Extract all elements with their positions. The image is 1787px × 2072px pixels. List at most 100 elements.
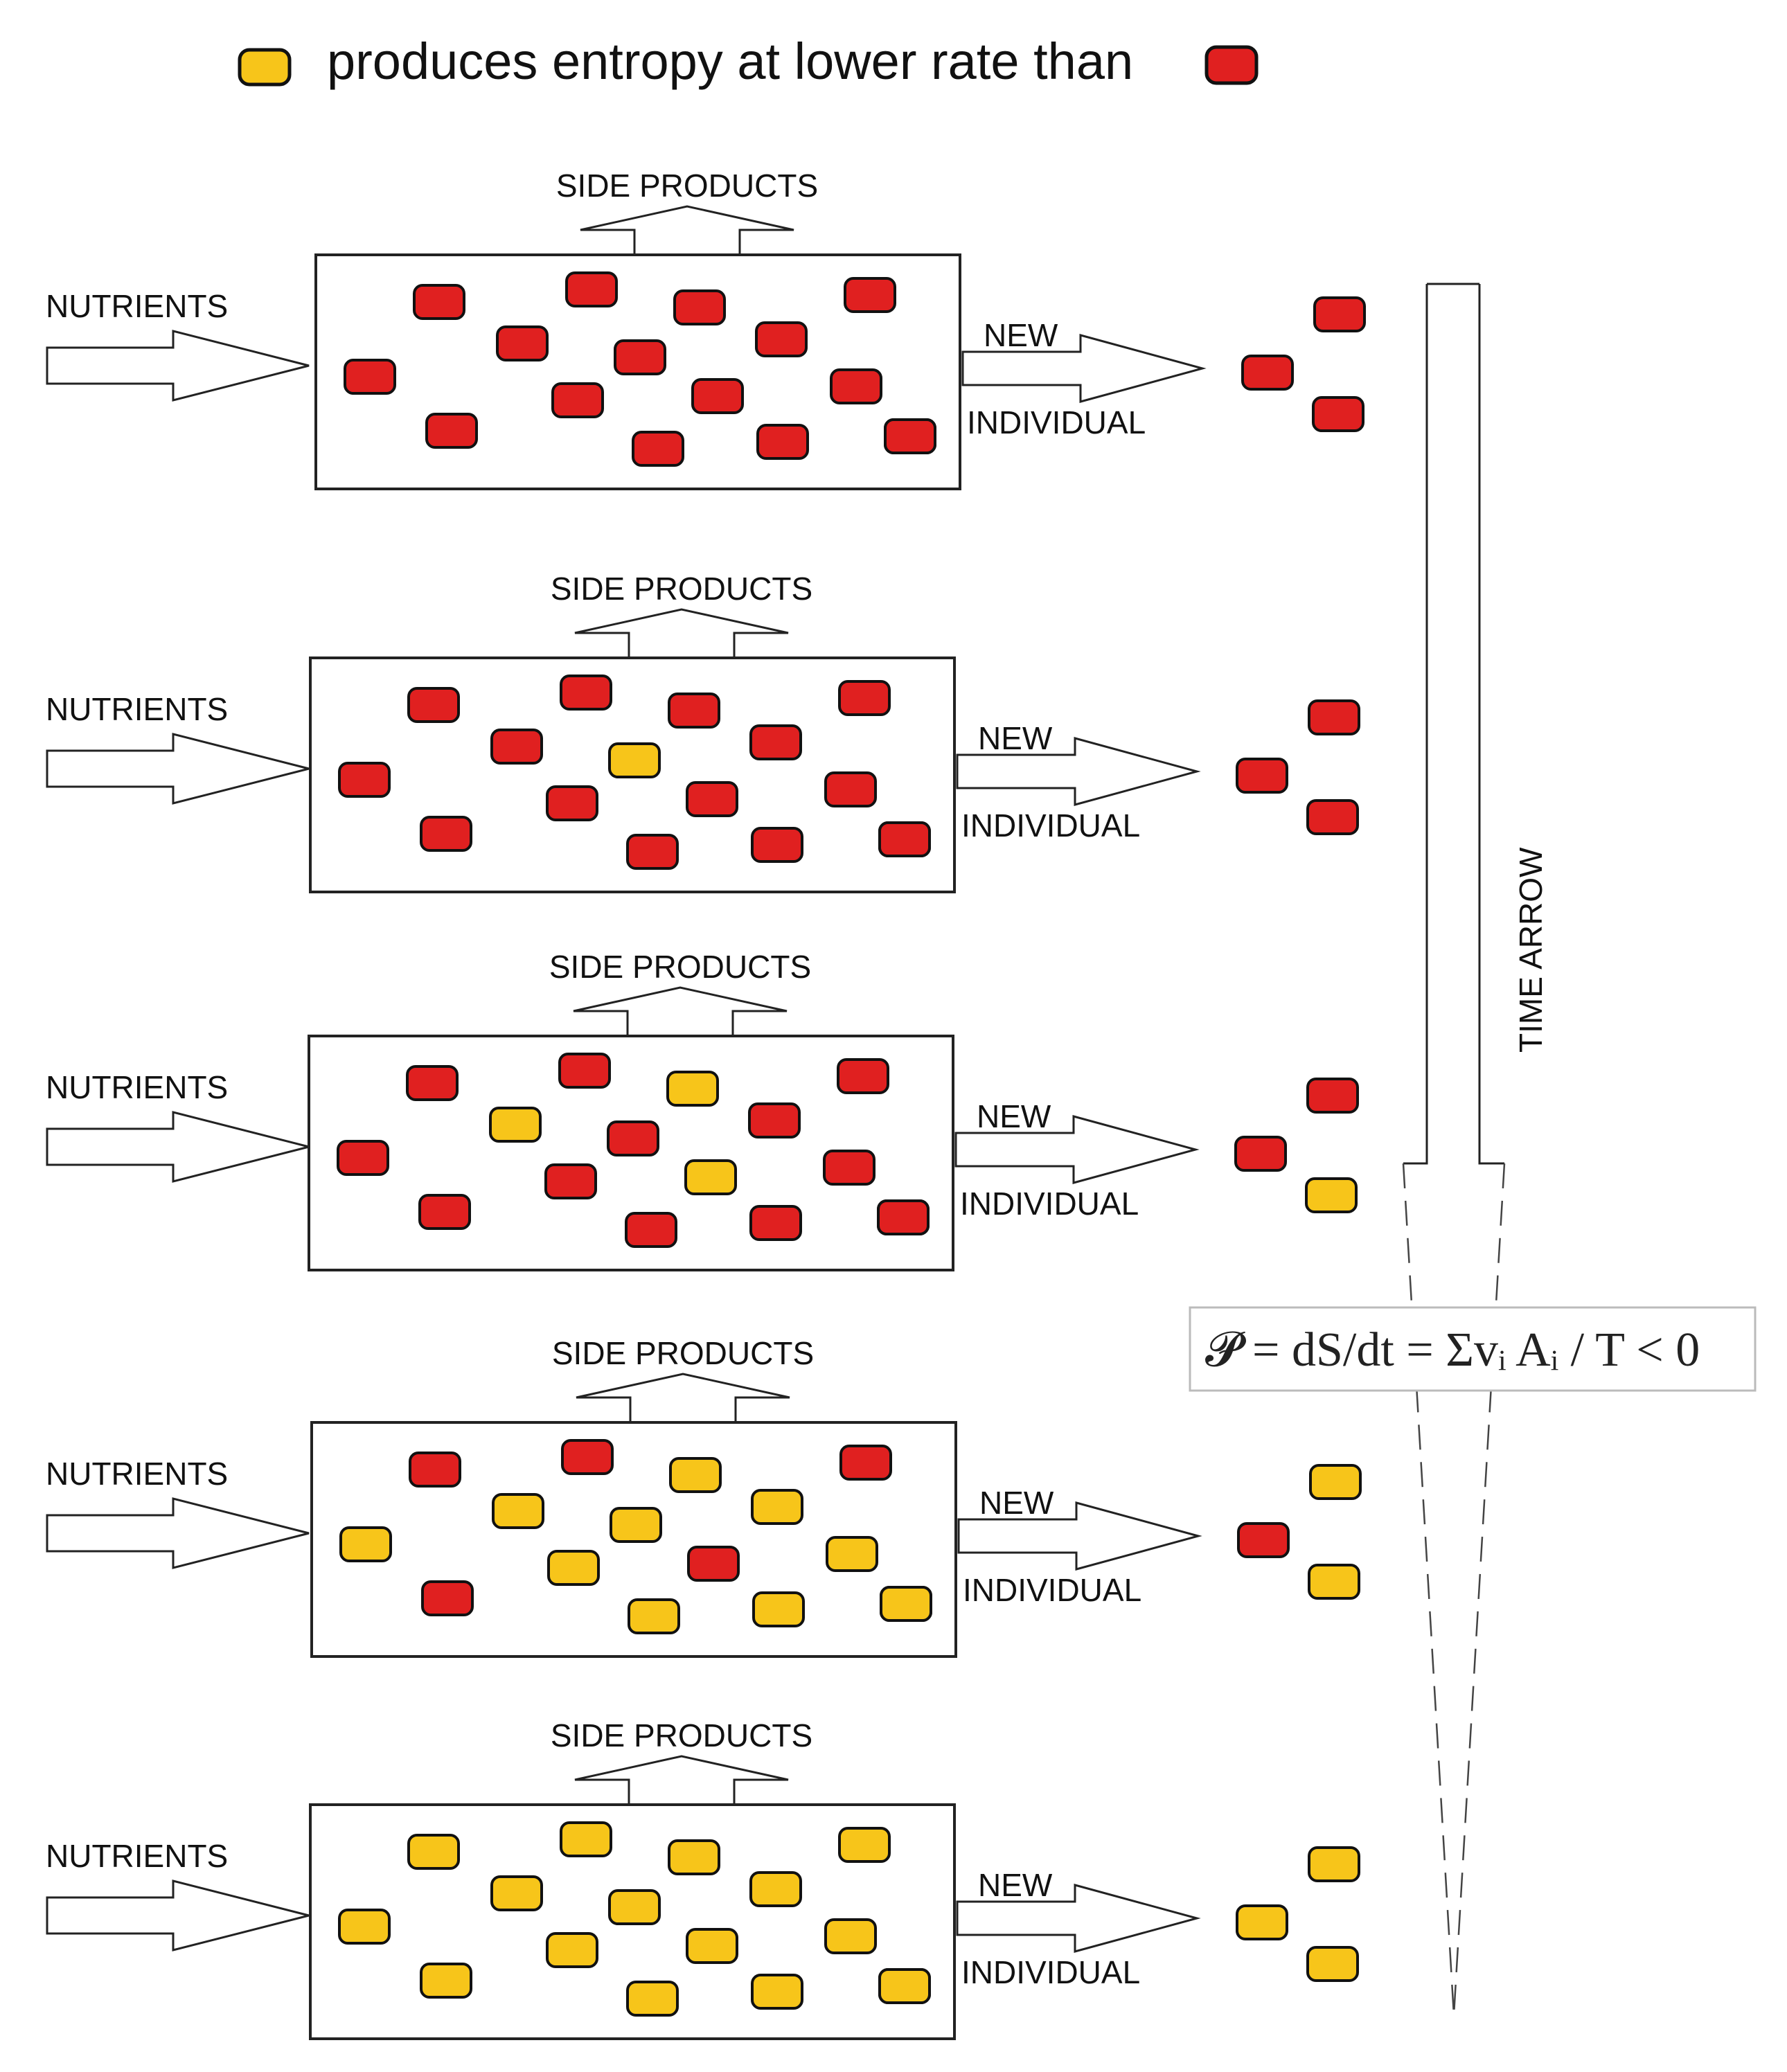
cell-yellow [626,1981,679,2017]
side-products-label: SIDE PRODUCTS [549,949,811,985]
cell-red [496,325,549,361]
cell-red [338,762,391,798]
cell-red [407,687,460,723]
side-products-label: SIDE PRODUCTS [551,571,812,607]
cell-red [425,413,478,449]
offspring-red [1234,1136,1287,1172]
time-arrow: TIME ARROW [1402,283,1549,2016]
cell-red [418,1194,471,1230]
legend-red-swatch [1204,45,1259,85]
new-individual-arrow [956,737,1201,806]
formula-frame [1189,1306,1757,1392]
formula-text: 𝓟 = dS/dt = Σvᵢ Aᵢ / T < 0 [1205,1323,1700,1377]
cell-red [878,821,931,857]
cell-yellow [407,1834,460,1870]
cell-red [687,1546,740,1582]
nutrients-label: NUTRIENTS [46,1456,228,1492]
individual-label: INDIVIDUAL [961,1954,1140,1990]
cell-red [839,1445,892,1481]
stages: SIDE PRODUCTSNUTRIENTSNEWINDIVIDUALSIDE … [46,168,1366,2040]
stage-5: SIDE PRODUCTS NUTRIENTS NEW INDIVIDUAL [46,1717,1360,2040]
cell-yellow [752,1591,805,1627]
cell-red [421,1580,474,1616]
cell-red [565,271,618,307]
new-individual-arrow [956,1884,1201,1953]
cell-yellow [838,1827,891,1863]
cell-red [756,424,809,460]
individual-label: INDIVIDUAL [961,807,1140,843]
cell-red [691,378,744,414]
individual-label: INDIVIDUAL [967,404,1146,440]
cell-yellow [666,1071,719,1107]
nutrients-label: NUTRIENTS [46,1069,228,1105]
side-products-label: SIDE PRODUCTS [552,1335,814,1371]
nutrients-label: NUTRIENTS [46,288,228,324]
cell-red [490,729,543,765]
cell-yellow [546,1932,598,1968]
time-arrow-head-right [1452,1163,1506,2016]
cell-red [344,359,396,395]
cell-yellow [339,1526,392,1562]
cell-yellow [668,1839,720,1875]
offspring-red [1312,396,1364,432]
cell-yellow [684,1159,737,1195]
side-products-label: SIDE PRODUCTS [556,168,818,204]
cell-yellow [420,1963,472,1999]
legend-yellow-swatch [238,48,292,87]
cell-yellow [749,1871,802,1907]
cell-yellow [826,1536,878,1572]
nutrients-arrow [46,733,310,805]
nutrients-label: NUTRIENTS [46,1838,228,1874]
time-arrow-shaft-right [1478,284,1504,1165]
new-label: NEW [977,1098,1051,1134]
cell-yellow [492,1493,544,1529]
nutrients-label: NUTRIENTS [46,691,228,727]
cell-yellow [880,1586,932,1622]
cell-red [420,816,472,852]
cell-red [751,827,803,863]
cell-yellow [751,1489,803,1525]
offspring-yellow [1308,1564,1360,1600]
cell-yellow [669,1457,722,1493]
cell-red [337,1140,389,1176]
side-products-label: SIDE PRODUCTS [551,1717,812,1753]
cell-red [413,284,465,320]
cell-red [409,1452,461,1488]
nutrients-arrow [46,1497,310,1569]
cell-red [830,368,882,404]
offspring-red [1241,355,1294,391]
new-label: NEW [978,1867,1053,1903]
new-individual-arrow [954,1115,1200,1184]
cell-red [626,834,679,870]
cell-red [748,1102,801,1138]
new-individual-arrow [957,1501,1202,1571]
cell-yellow [560,1821,612,1857]
cell-yellow [751,1974,803,2010]
cell-red [406,1065,459,1101]
cell-yellow [824,1918,877,1954]
legend-text: produces entropy at lower rate than [327,33,1133,90]
side-products-arrow [580,205,794,255]
time-arrow-shaft [1403,284,1428,1165]
individual-label: INDIVIDUAL [963,1572,1141,1608]
cell-red [560,675,612,711]
offspring-red [1308,699,1360,735]
time-arrow-label: TIME ARROW [1513,847,1549,1053]
cell-red [844,277,896,313]
cell-yellow [608,1889,661,1925]
cell-red [877,1199,930,1235]
offspring-yellow [1309,1464,1362,1500]
cell-yellow [878,1968,931,2004]
formula-box: 𝓟 = dS/dt = Σvᵢ Aᵢ / T < 0 [1189,1306,1757,1392]
offspring-yellow [1306,1946,1359,1982]
cell-red [551,382,604,418]
cell-red [607,1120,659,1156]
cell-red [673,289,726,325]
cell-red [749,724,802,760]
cell-red [884,418,936,454]
cell-yellow [686,1928,738,1964]
cell-yellow [338,1909,391,1945]
